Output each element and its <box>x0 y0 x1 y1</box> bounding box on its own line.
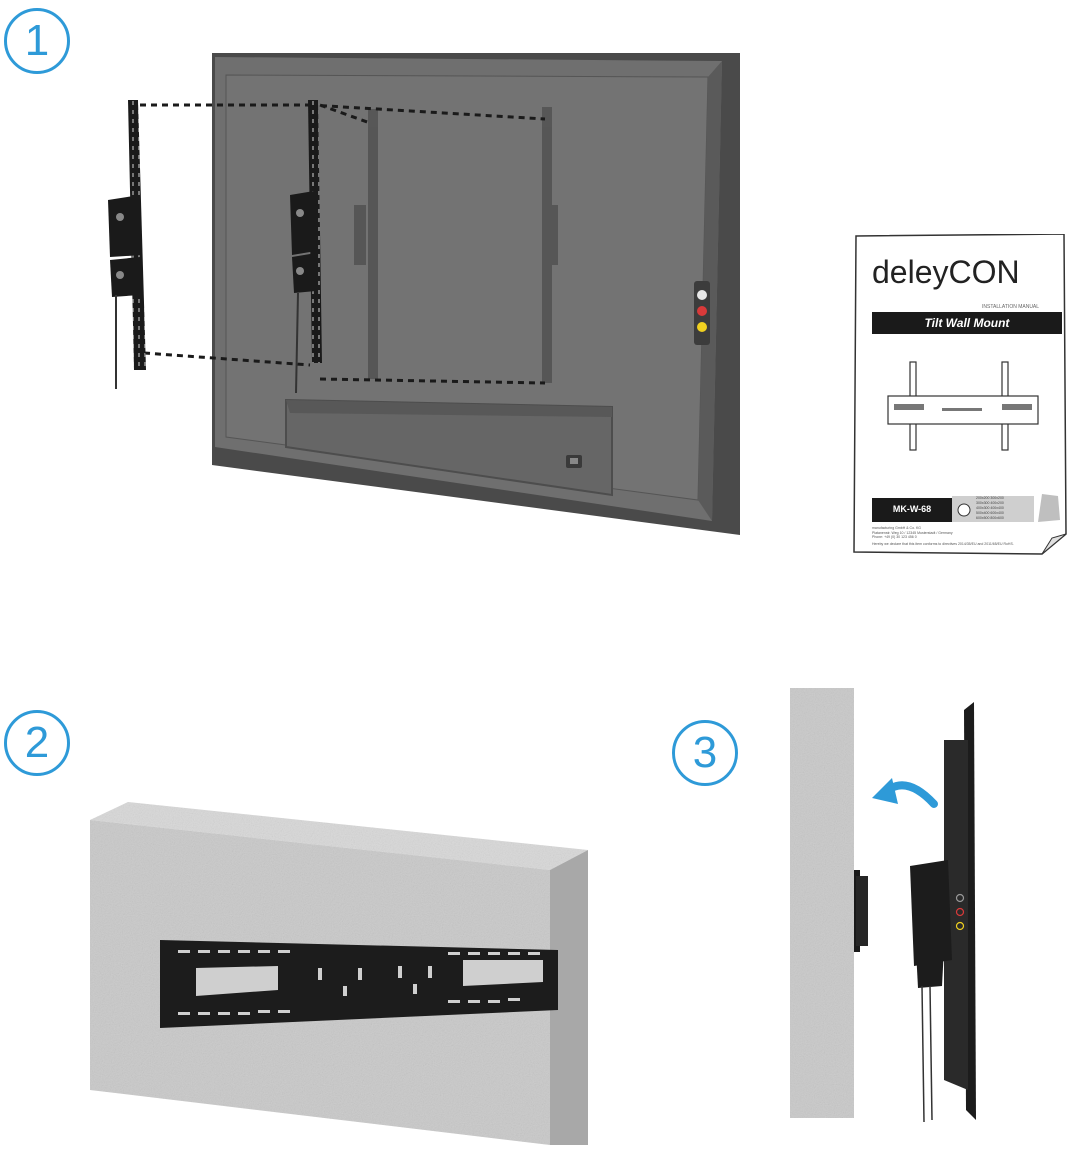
step-2-illustration <box>90 802 588 1145</box>
vesa-line: 500x400 600x400 <box>976 511 1004 515</box>
manual-vesa-list: 200x200 300x200 300x300 400x200 400x300 … <box>976 496 1004 521</box>
step-2-marker: 2 <box>4 710 70 776</box>
hang-direction-arrow-icon <box>872 778 938 808</box>
faded-bracket-positions <box>354 107 558 383</box>
tv-side-profile <box>944 702 976 1120</box>
tv-back-panel <box>212 53 740 535</box>
address-line: Platanenstr. Weg 10 / 12345 Musterstadt … <box>872 530 953 535</box>
manual-brand: deleyCON <box>872 254 1020 290</box>
manual-model: MK-W-68 <box>892 504 932 514</box>
step-3-number: 3 <box>692 728 718 777</box>
manual-address: manufacturing GmbH & Co. KG Platanenstr.… <box>872 526 953 540</box>
step-1-marker: 1 <box>4 8 70 74</box>
step-3-marker: 3 <box>672 720 738 786</box>
installation-manual: deleyCON INSTALLATION MANUAL Tilt Wall M… <box>852 233 1072 556</box>
manual-booklet-graphic <box>853 233 1067 555</box>
vesa-line: 600x500 800x600 <box>976 516 1004 520</box>
right-tv-bracket <box>290 100 322 394</box>
manual-title: Tilt Wall Mount <box>924 316 1010 330</box>
address-line: manufacturing GmbH & Co. KG <box>872 526 922 530</box>
manual-conformity: Hereby we declare that this item conform… <box>872 542 1014 546</box>
step-1-number: 1 <box>24 16 50 65</box>
wall-plate <box>160 940 558 1028</box>
address-line: Phone: +49 (0) 30 123 456 0 <box>872 535 917 539</box>
tv-bracket-profile <box>910 860 965 1123</box>
manual-header-small: INSTALLATION MANUAL <box>982 304 1040 310</box>
step-3-illustration <box>790 688 976 1123</box>
wall-plate-profile <box>854 870 868 952</box>
vesa-line: 200x200 300x200 <box>976 496 1004 500</box>
step-2-number: 2 <box>24 718 50 767</box>
alignment-dashed-lines <box>140 103 546 385</box>
wall-section <box>790 688 854 1118</box>
vesa-line: 400x300 400x400 <box>976 506 1004 510</box>
left-tv-bracket <box>108 100 146 389</box>
step-1-illustration <box>108 53 740 535</box>
vesa-line: 300x300 400x200 <box>976 501 1004 505</box>
